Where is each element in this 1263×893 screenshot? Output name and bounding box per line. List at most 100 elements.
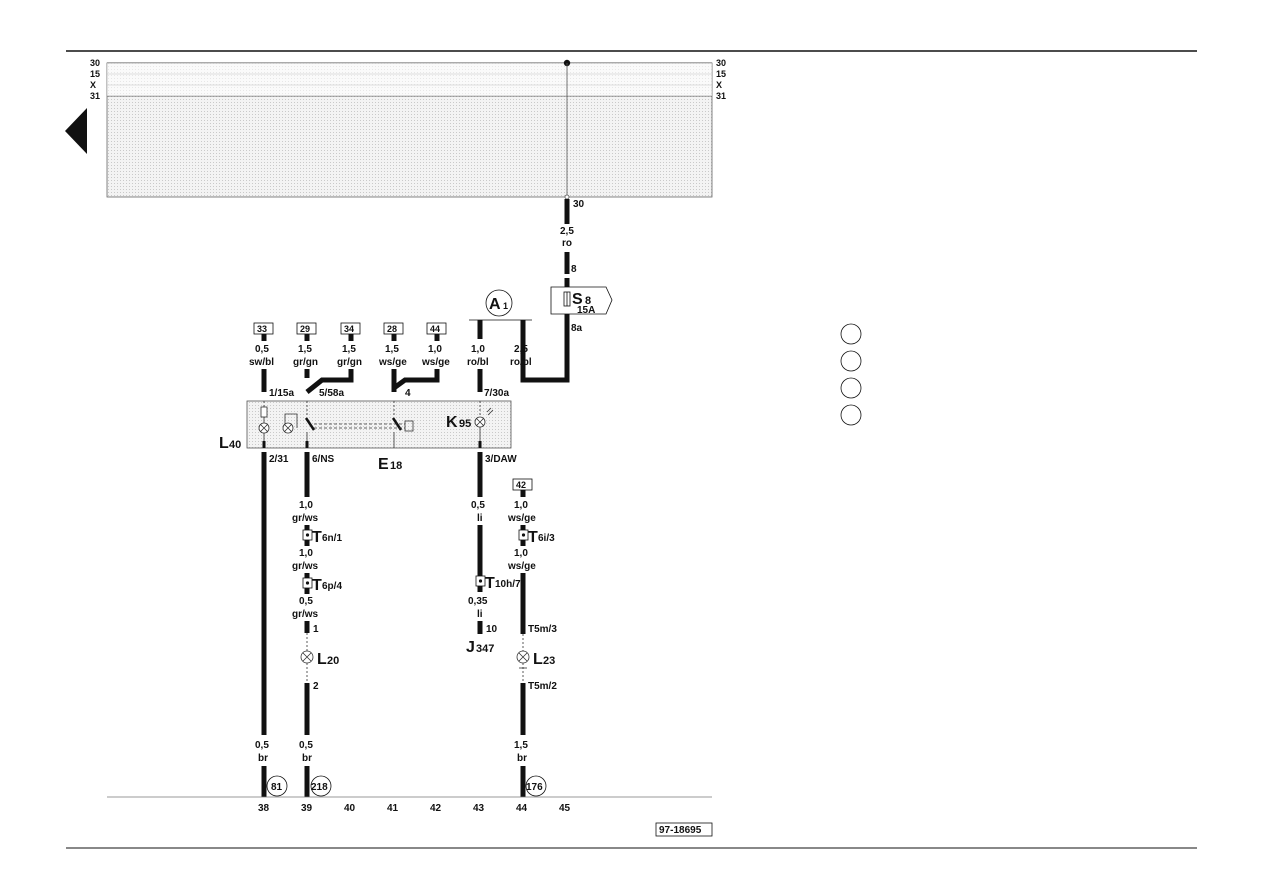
- ref-box-44[interactable]: 44: [426, 322, 447, 335]
- pin-label: T5m/2: [528, 681, 557, 692]
- wire-label: 2,5: [560, 226, 574, 237]
- wire-44: [392, 369, 440, 391]
- pin-label: 10: [486, 624, 498, 635]
- svg-text:218: 218: [311, 782, 328, 793]
- connector-a1[interactable]: A 1: [485, 289, 513, 317]
- svg-text:X: X: [90, 80, 96, 90]
- wire-label: br: [258, 753, 268, 764]
- ref-box-29[interactable]: 29: [296, 322, 317, 335]
- pin-label: 3/DAW: [485, 454, 517, 465]
- pin-label: 1/15a: [269, 388, 294, 399]
- svg-text:15: 15: [716, 69, 726, 79]
- pin-label: 4: [405, 388, 411, 399]
- wire-label: 0,5: [255, 740, 269, 751]
- svg-text:T: T: [312, 529, 322, 546]
- svg-text:44: 44: [516, 803, 528, 814]
- svg-text:44: 44: [430, 324, 440, 334]
- svg-text:L: L: [219, 435, 229, 452]
- svg-text:20: 20: [327, 655, 339, 667]
- wire-label: gr/gn: [337, 357, 362, 368]
- wire-label: 1,0: [514, 500, 528, 511]
- lamp-l20[interactable]: L 20: [300, 650, 339, 668]
- svg-text:15A: 15A: [577, 305, 595, 316]
- switch-e18-label: E 18: [378, 456, 402, 473]
- svg-text:34: 34: [344, 324, 354, 334]
- wire-label: 1,5: [514, 740, 528, 751]
- svg-text:43: 43: [473, 803, 485, 814]
- svg-text:S: S: [572, 291, 583, 308]
- svg-text:29: 29: [300, 324, 310, 334]
- wire-label: br: [302, 753, 312, 764]
- pin-label: 6/NS: [312, 454, 335, 465]
- svg-text:6i/3: 6i/3: [538, 533, 555, 544]
- svg-text:30: 30: [90, 58, 100, 68]
- svg-text:45: 45: [559, 803, 571, 814]
- pin-label: 2/31: [269, 454, 289, 465]
- svg-text:40: 40: [229, 439, 241, 451]
- ref-box-33[interactable]: 33: [253, 322, 274, 335]
- wire-label: 1,5: [342, 344, 356, 355]
- connector-t10h[interactable]: T 10h/7: [475, 575, 521, 592]
- lamp-l40-label: L 40: [219, 435, 241, 452]
- document-number: 97-18695: [655, 822, 713, 837]
- ground-ref-81[interactable]: 81: [266, 775, 288, 797]
- svg-text:T: T: [485, 575, 495, 592]
- control-unit-j347-label[interactable]: J 347: [466, 639, 494, 656]
- svg-text:E: E: [378, 456, 389, 473]
- svg-text:347: 347: [476, 643, 494, 655]
- svg-text:X: X: [716, 80, 722, 90]
- svg-text:J: J: [466, 639, 475, 656]
- fuse-s8[interactable]: S 8 15A: [550, 286, 613, 316]
- wire-label: sw/bl: [249, 357, 274, 368]
- pin-label: 7/30a: [484, 388, 509, 399]
- svg-text:30: 30: [716, 58, 726, 68]
- svg-text:L: L: [317, 651, 327, 668]
- svg-text:81: 81: [271, 782, 283, 793]
- connector-t6n[interactable]: T 6n/1: [302, 529, 342, 546]
- svg-text:31: 31: [716, 91, 726, 101]
- svg-text:10h/7: 10h/7: [495, 579, 521, 590]
- wire-label: 1,0: [514, 548, 528, 559]
- wire-label: 1,0: [471, 344, 485, 355]
- wire-label: gr/ws: [292, 513, 319, 524]
- svg-text:41: 41: [387, 803, 399, 814]
- ref-box-42[interactable]: 42: [512, 478, 533, 491]
- wire-label: ws/ge: [378, 357, 407, 368]
- wire-label: ro/bl: [467, 357, 489, 368]
- svg-text:42: 42: [516, 480, 526, 490]
- wire-label: 1,0: [428, 344, 442, 355]
- wire-label: 2,5: [514, 344, 528, 355]
- svg-text:97-18695: 97-18695: [659, 825, 702, 836]
- e18-internals: [258, 401, 494, 448]
- pin-label: 5/58a: [319, 388, 344, 399]
- wire-label: ro/bl: [510, 357, 532, 368]
- relay-panel: [106, 62, 713, 198]
- rail-labels-left: 30 15 X 31: [90, 58, 100, 101]
- svg-text:1: 1: [503, 301, 508, 311]
- wire-label: 1,5: [298, 344, 312, 355]
- ref-box-34[interactable]: 34: [340, 322, 361, 335]
- pin-label: 8a: [571, 323, 583, 334]
- track-numbers: 38 39 40 41 42 43 44 45: [258, 803, 571, 814]
- svg-text:A: A: [489, 296, 501, 313]
- lamp-l23[interactable]: L 23: [516, 650, 555, 668]
- wire-label: 0,5: [299, 740, 313, 751]
- empty-markers: [840, 323, 862, 426]
- wire-label: 0,5: [299, 596, 313, 607]
- svg-text:18: 18: [390, 460, 402, 472]
- ground-ref-218[interactable]: 218: [310, 775, 332, 797]
- svg-text:28: 28: [387, 324, 397, 334]
- wire-label: ws/ge: [507, 561, 536, 572]
- page-back-arrow-icon[interactable]: [65, 108, 87, 154]
- svg-text:42: 42: [430, 803, 442, 814]
- ref-box-28[interactable]: 28: [383, 322, 404, 335]
- wire-label: ro: [562, 238, 572, 249]
- wire-label: 1,0: [299, 548, 313, 559]
- svg-text:31: 31: [90, 91, 100, 101]
- wire-label: gr/gn: [293, 357, 318, 368]
- wire-label: 0,5: [471, 500, 485, 511]
- pin-label: T5m/3: [528, 624, 557, 635]
- svg-text:T: T: [312, 577, 322, 594]
- ground-ref-176[interactable]: 176: [525, 775, 547, 797]
